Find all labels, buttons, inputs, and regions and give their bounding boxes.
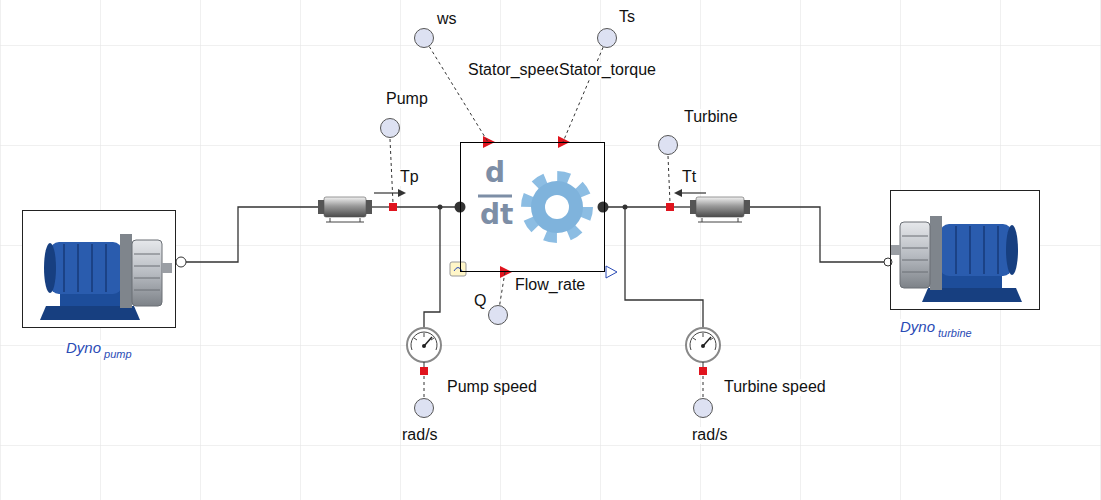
junction-dot — [623, 205, 628, 210]
signal-terminal: TsStator_torque — [597, 28, 617, 48]
torque-sensor — [690, 197, 750, 222]
torque-arrow — [374, 189, 406, 197]
node-label: Dynoturbine — [899, 318, 973, 336]
fraction-bar — [478, 195, 512, 198]
node-text: Tp — [399, 169, 420, 186]
signal-leader — [390, 139, 703, 398]
junction-dot — [438, 205, 443, 210]
signal-port — [389, 203, 397, 211]
signal-terminal: QFlow_rate — [488, 305, 508, 325]
box-ground — [460, 142, 605, 272]
node-text: Pump — [385, 91, 429, 108]
node-text: dt — [480, 200, 513, 229]
signal-terminal: Pump speedrad/s — [414, 398, 434, 418]
node-text: turbine — [937, 328, 973, 340]
speed-sensor — [407, 328, 441, 375]
node-label: Dynopump — [65, 339, 133, 357]
dyno-box: Dynopump — [22, 210, 176, 328]
signal-terminal: Turbine speedrad/s — [693, 398, 713, 418]
signal-terminal: wsStator_speed — [414, 28, 434, 48]
node-text: rad/s — [401, 427, 439, 444]
signal-port — [666, 203, 674, 211]
node-text: Ts — [618, 9, 636, 26]
node-text: Turbine — [683, 109, 739, 126]
node-text: rad/s — [691, 427, 729, 444]
node-text: d — [485, 158, 505, 187]
dyno-box: Dynoturbine — [890, 190, 1040, 310]
node-text: Flow_rate — [514, 277, 586, 294]
box-ground — [22, 210, 176, 328]
node-text: Dyno — [65, 340, 102, 356]
converter-block: d dt — [460, 142, 605, 272]
signal-terminal: PumpTp — [380, 118, 400, 138]
node-text: Pump speed — [446, 379, 538, 396]
flange-dot — [598, 202, 609, 213]
node-text: Dyno — [899, 319, 936, 335]
dyno-illustration — [40, 234, 172, 320]
box-ground — [890, 190, 1040, 310]
signal-connector — [429, 47, 488, 142]
signal-connector — [500, 272, 505, 305]
signal-terminal: TurbineTt — [658, 135, 678, 155]
torque-arrow — [674, 189, 706, 197]
node-text: Stator_speed — [467, 62, 564, 79]
block-ports — [450, 136, 617, 278]
node-text: Tt — [681, 169, 697, 186]
torque-sensor — [318, 197, 372, 222]
node-text: pump — [103, 349, 133, 361]
node-text: Stator_torque — [558, 62, 657, 79]
node-text: Turbine speed — [723, 379, 827, 396]
speed-sensor — [686, 328, 720, 375]
node-text: ws — [436, 11, 458, 28]
gear-icon — [527, 177, 587, 237]
dyno-illustration — [890, 216, 1022, 302]
flange-port — [176, 257, 186, 267]
node-text: Q — [473, 293, 487, 310]
